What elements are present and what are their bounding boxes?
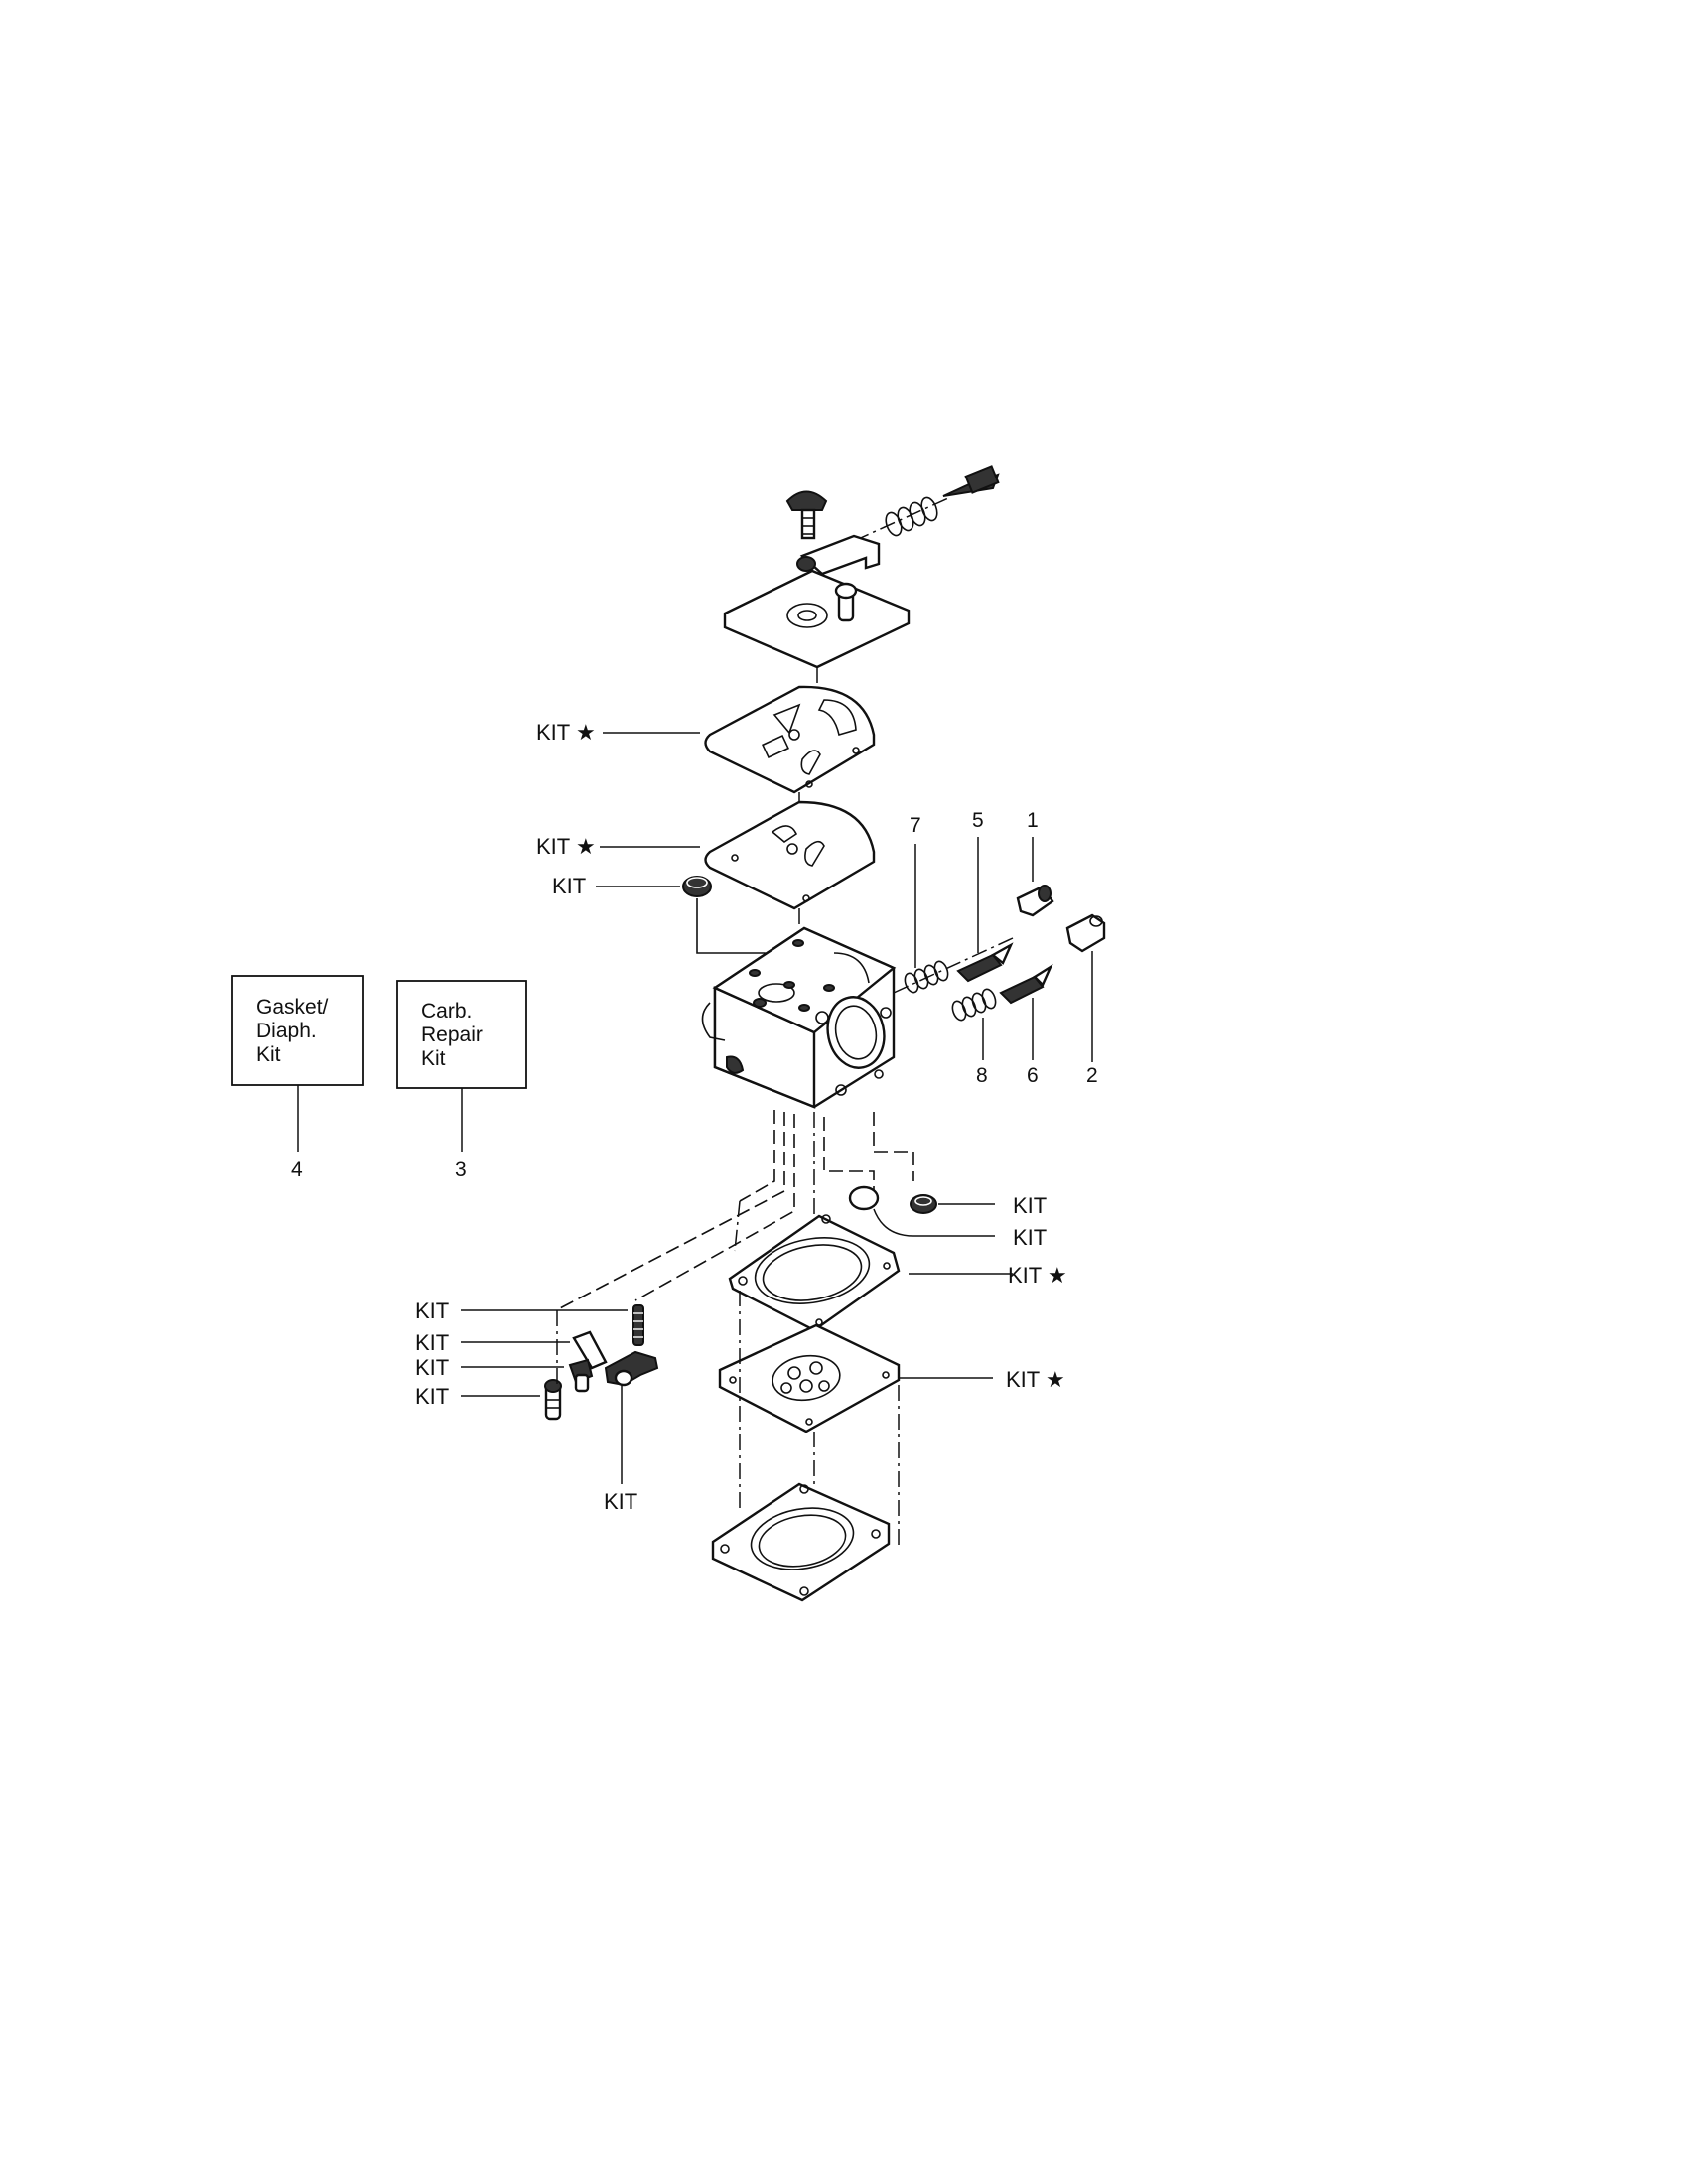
part-number-1: 1 [1027,809,1039,832]
repair-kit-line-1: Carb. [421,1000,472,1023]
metering-lever-bracket [796,534,881,576]
gasket-kit-line-3: Kit [256,1043,281,1066]
gasket-diaph-kit-box: Gasket/ Diaph. Kit 4 [231,975,364,1181]
limiter-cap-2 [1065,913,1106,953]
repair-kit-line-3: Kit [421,1047,446,1070]
fulcrum-pin-kit [544,1379,562,1421]
kit-label-screen: KIT [1013,1193,1047,1218]
part-number-4: 4 [291,1159,303,1181]
pump-cover [711,1482,891,1602]
pin-kit [572,1330,608,1370]
part-number-3: 3 [455,1159,467,1181]
kit-label-inlet-screen: KIT [552,874,586,898]
spring-7 [904,960,949,994]
needle-5 [956,942,1014,983]
needle-6 [999,963,1053,1005]
screw-kit [568,1358,594,1393]
adjusting-needle [853,465,1000,542]
metering-gasket-lower [704,800,876,910]
pump-diaphragm [718,1323,901,1433]
o-ring-kit [848,1185,880,1211]
inlet-screen [682,876,712,897]
screen-kit-1 [910,1194,937,1214]
metering-gasket-upper [704,685,876,794]
cover-screw [785,490,828,540]
spring-8 [951,988,997,1022]
part-number-8: 8 [976,1064,988,1087]
limiter-cap-1 [1016,885,1054,917]
gasket-kit-line-1: Gasket/ [256,996,329,1019]
repair-kit-line-2: Repair [421,1024,483,1046]
kit-star-label-lower-gasket: KIT ★ [536,834,596,859]
kit-label-metering-lever: KIT [604,1489,637,1514]
carb-repair-kit-box: Carb. Repair Kit 3 [396,980,527,1181]
kit-star-label-upper-gasket: KIT ★ [536,720,596,745]
part-number-2: 2 [1086,1064,1098,1087]
gasket-kit-line-2: Diaph. [256,1020,317,1042]
kit-label-screw: KIT [415,1355,449,1380]
part-number-5: 5 [972,809,984,832]
top-cover [723,569,911,669]
part-number-7: 7 [910,814,921,837]
kit-label-fulcrum-pin: KIT [415,1384,449,1409]
kit-label-o-ring: KIT [1013,1225,1047,1250]
kit-label-pin: KIT [415,1330,449,1355]
part-number-6: 6 [1027,1064,1039,1087]
needle-spring [885,496,938,537]
kit-label-spring: KIT [415,1298,449,1323]
carburetor-body [701,926,897,1109]
pump-gasket [728,1214,901,1332]
metering-lever-kit [604,1350,659,1387]
spring-kit [632,1304,644,1346]
kit-star-label-pump-diaphragm: KIT ★ [1006,1367,1065,1392]
kit-star-label-pump-gasket: KIT ★ [1008,1263,1067,1288]
